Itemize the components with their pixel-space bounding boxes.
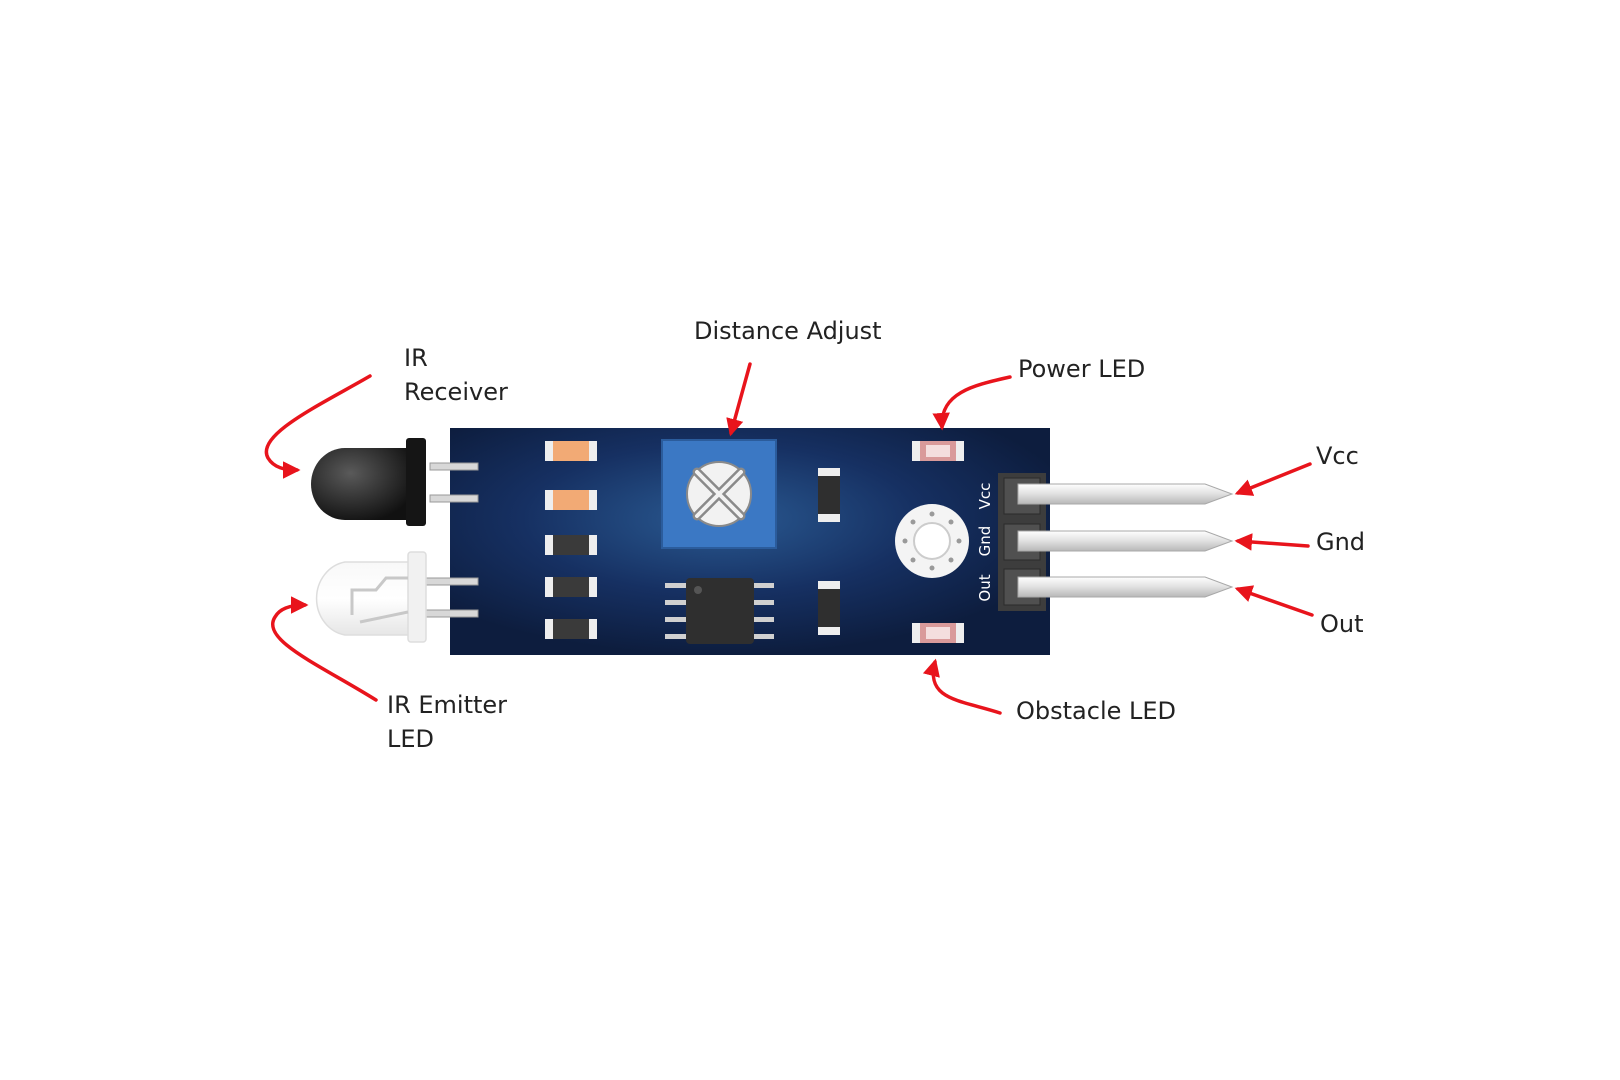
label-out: Out <box>1320 610 1364 638</box>
silkscreen-out: Out <box>976 574 994 601</box>
pin-out <box>1017 576 1234 598</box>
ir-emitter-led <box>315 551 479 643</box>
obstacle-led <box>912 623 964 643</box>
smd-vertical-1 <box>818 468 840 522</box>
label-vcc: Vcc <box>1316 442 1359 470</box>
arrow-obstacle-led <box>922 658 1002 715</box>
arrow-vcc <box>1234 462 1312 496</box>
smd-resistor-1 <box>545 441 597 461</box>
label-obstacle-led: Obstacle LED <box>1016 697 1177 725</box>
potentiometer <box>661 439 777 549</box>
mounting-hole-icon <box>895 504 969 578</box>
label-ir-emitter-line1: IR Emitter <box>387 691 508 719</box>
arrow-ir-emitter <box>271 596 378 702</box>
smd-resistor-2 <box>545 490 597 510</box>
arrow-ir-receiver <box>264 374 372 479</box>
arrow-out <box>1234 585 1314 617</box>
label-ir-receiver-line1: IR <box>404 344 428 372</box>
silkscreen-gnd: Gnd <box>976 526 994 557</box>
label-gnd: Gnd <box>1316 528 1366 556</box>
smd-component-5 <box>545 619 597 639</box>
smd-component-3 <box>545 535 597 555</box>
power-led <box>912 441 964 461</box>
ir-receiver <box>311 438 479 526</box>
pin-vcc <box>1017 483 1234 505</box>
ic-chip <box>665 578 774 644</box>
silkscreen-vcc: Vcc <box>976 483 994 510</box>
label-ir-receiver-line2: Receiver <box>404 378 508 406</box>
arrow-power-led <box>932 375 1012 431</box>
label-power-led: Power LED <box>1018 355 1146 383</box>
label-ir-emitter-line2: LED <box>387 725 435 753</box>
arrow-gnd <box>1234 533 1310 551</box>
smd-vertical-2 <box>818 581 840 635</box>
arrow-distance-adjust <box>726 362 752 437</box>
label-distance-adjust: Distance Adjust <box>694 317 882 345</box>
pin-gnd <box>1017 530 1234 552</box>
header-pins <box>998 473 1234 611</box>
smd-component-4 <box>545 577 597 597</box>
